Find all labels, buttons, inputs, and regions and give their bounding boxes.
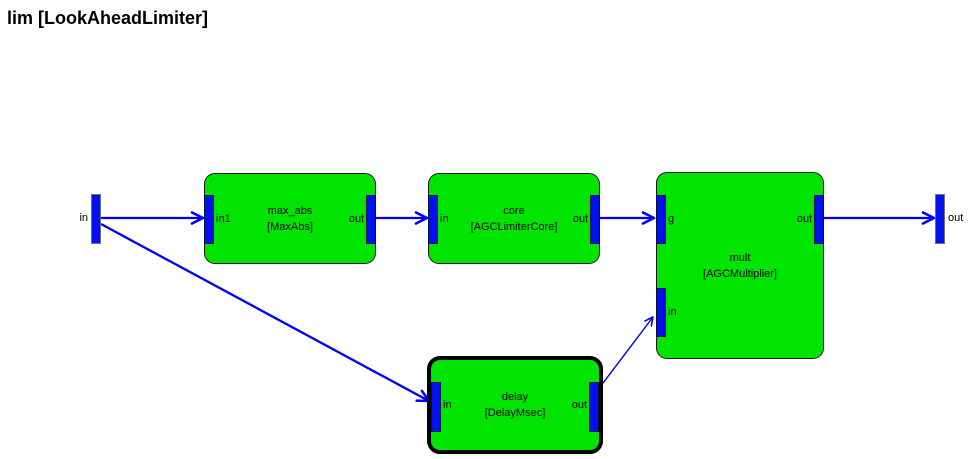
core-in-port-label: in xyxy=(440,213,449,225)
wire-input-to-delay xyxy=(100,222,431,403)
delay-block-name: delay xyxy=(501,391,529,403)
mult-block-type: [AGCMultiplier] xyxy=(703,267,777,280)
delay-block-label: delay [DelayMsec] xyxy=(431,389,599,421)
mult-in-port-bar xyxy=(656,288,666,337)
core-block-name: core xyxy=(503,204,525,217)
block-core[interactable]: in out core [AGCLimiterCore] xyxy=(428,173,600,264)
core-out-port-label: out xyxy=(572,213,588,225)
delay-out-port-label: out xyxy=(571,399,587,411)
wire-delay-to-mult-in xyxy=(596,316,654,392)
maxabs-in1-port-bar xyxy=(204,195,214,244)
output-port-label: out xyxy=(948,212,964,224)
delay-in-port-bar xyxy=(431,382,441,432)
maxabs-block-type: [MaxAbs] xyxy=(267,220,313,233)
maxabs-block-name: max_abs xyxy=(267,204,313,217)
core-out-port-bar xyxy=(590,195,600,244)
mult-block-label: mult [AGCMultiplier] xyxy=(657,250,823,282)
mult-g-port-bar xyxy=(656,195,666,244)
delay-out-port-bar xyxy=(589,382,599,432)
mult-out-port-label: out xyxy=(796,213,812,225)
input-port-bar xyxy=(91,194,101,244)
diagram-title: lim [LookAheadLimiter] xyxy=(7,8,209,28)
core-in-port-bar xyxy=(428,195,438,244)
mult-out-port-bar xyxy=(814,195,824,244)
maxabs-out-port-bar xyxy=(366,195,376,244)
core-block-label: core [AGCLimiterCore] xyxy=(429,203,599,235)
block-delay[interactable]: in out delay [DelayMsec] xyxy=(427,356,603,454)
input-port-label: in xyxy=(79,212,88,224)
mult-g-port-label: g xyxy=(668,213,675,225)
output-port-bar xyxy=(935,194,945,244)
delay-block-type: [DelayMsec] xyxy=(484,407,546,419)
block-mult[interactable]: g in out mult [AGCMultiplier] xyxy=(656,172,824,359)
maxabs-block-label: max_abs [MaxAbs] xyxy=(205,203,375,235)
delay-in-port-label: in xyxy=(443,399,452,411)
mult-block-name: mult xyxy=(729,251,751,264)
maxabs-out-port-label: out xyxy=(348,213,364,225)
block-max-abs[interactable]: in1 out max_abs [MaxAbs] xyxy=(204,173,376,264)
maxabs-in1-port-label: in1 xyxy=(216,213,231,225)
core-block-type: [AGCLimiterCore] xyxy=(470,220,558,233)
mult-in-port-label: in xyxy=(668,306,677,318)
